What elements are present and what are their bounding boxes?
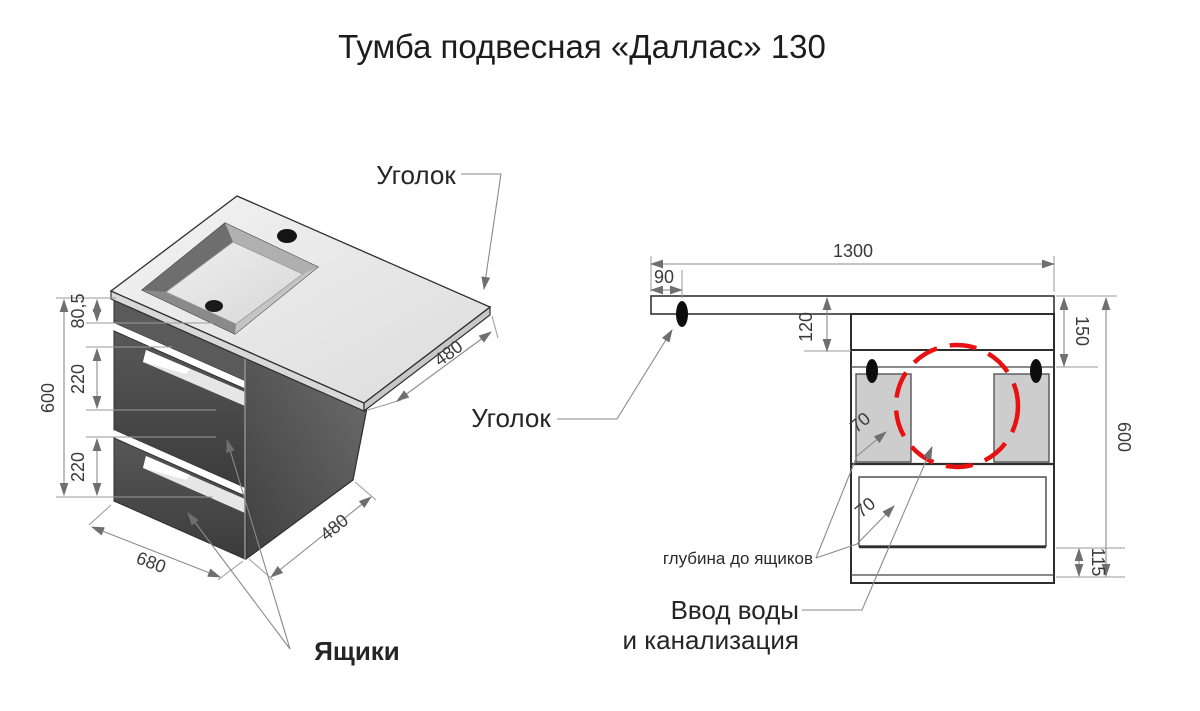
label-corner-bracket-front: Уголок	[471, 403, 551, 433]
basin-floor	[165, 241, 304, 325]
drain-hole-icon	[205, 300, 223, 312]
dim-total-height: 600	[1114, 422, 1134, 452]
drawer-gap-slot	[114, 323, 245, 389]
corner-bracket-leader-front	[557, 329, 673, 420]
corner-bracket-icon-left	[676, 301, 688, 327]
dim-line-cabinet-depth	[270, 496, 372, 578]
dim-cabinet-width: 680	[134, 548, 169, 577]
iso-extension-lines	[56, 297, 499, 581]
basin-wall-right	[235, 267, 318, 334]
utilities-zone-circle	[893, 342, 1021, 470]
dim-bracket-offset: 90	[654, 267, 674, 287]
dim-line-cabinet-width	[90, 526, 222, 578]
drawer-gap-slot	[114, 430, 245, 496]
front-dimension-lines	[649, 259, 1111, 578]
drawer-side-panel-left	[855, 373, 912, 463]
label-utilities-line1: Ввод воды	[671, 595, 799, 625]
corner-bracket-leader	[461, 173, 502, 291]
dim-cabinet-depth: 480	[316, 510, 352, 544]
utilities-leader	[802, 445, 933, 611]
label-corner-bracket-top: Уголок	[376, 160, 456, 190]
iso-view: 80,5 220 220 600 680 480 480 Уголок Ящик…	[38, 160, 502, 666]
basin-wall-left	[142, 223, 233, 292]
label-utilities-line2: и канализация	[622, 625, 799, 655]
dim-line-countertop-depth	[396, 331, 492, 402]
dim-apron-height: 80,5	[68, 293, 88, 328]
dim-total-height: 600	[38, 383, 58, 413]
drawer-depth-leader-bottom	[815, 505, 895, 559]
bottom-drawer-box	[858, 476, 1047, 547]
drawer-2-groove-highlight	[143, 456, 190, 480]
faucet-hole-icon	[277, 229, 297, 243]
dim-plinth-height: 115	[1088, 548, 1108, 577]
dim-rail-height: 150	[1072, 316, 1092, 346]
label-drawer-depth-note: глубина до ящиков	[663, 549, 813, 568]
drawer-depth-leader-top	[815, 431, 887, 559]
label-drawers: Ящики	[314, 636, 400, 666]
countertop-profile	[650, 295, 1055, 315]
drawer-1-groove-highlight	[143, 350, 190, 374]
dim-countertop-width: 1300	[833, 241, 873, 261]
iso-dimension-lines	[59, 298, 492, 578]
front-view: 1300 90 120 150 600 115 70 70 Уголок глу…	[471, 241, 1134, 655]
page-title: Тумба подвесная «Даллас» 130	[338, 28, 826, 65]
corner-bracket-icon-cabinet-right	[1030, 359, 1042, 383]
dim-drawer1-height: 220	[68, 364, 88, 394]
dim-top-clearance: 120	[796, 312, 816, 342]
corner-bracket-icon-cabinet-left	[866, 359, 878, 383]
drawers-leader-2	[187, 512, 291, 650]
dim-drawer2-height: 220	[68, 452, 88, 482]
basin-wall-back	[225, 223, 318, 274]
drawers-leader-1	[226, 438, 291, 650]
